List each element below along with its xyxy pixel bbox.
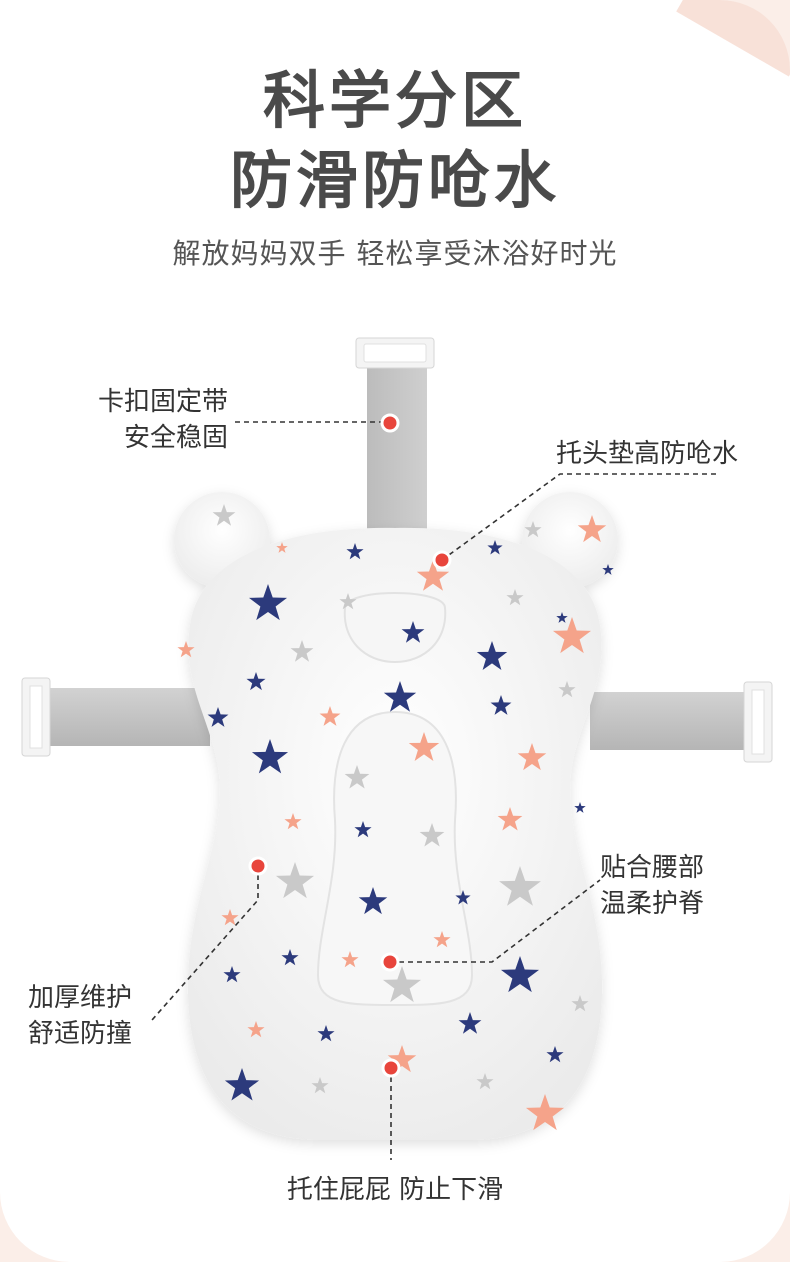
title-line-2: 防滑防呛水 (229, 144, 560, 217)
strap-callout-line1: 卡扣固定带 (97, 387, 228, 417)
thick-callout-label: 加厚维护 舒适防撞 (28, 980, 208, 1052)
title-line-1: 科学分区 (262, 64, 527, 137)
waist-leader-line (390, 879, 601, 963)
head-callout-line1: 托头垫高防呛水 (556, 439, 739, 469)
thick-callout-line2: 舒适防撞 (28, 1019, 133, 1049)
right-strap (590, 681, 773, 763)
bottom-callout-dot (381, 1058, 401, 1078)
strap-callout-label: 卡扣固定带 安全稳固 (40, 384, 228, 456)
strap-callout-line2: 安全稳固 (123, 423, 228, 453)
top-strap (355, 337, 435, 550)
callout-dots (248, 413, 452, 1078)
thick-callout-line1: 加厚维护 (28, 983, 133, 1013)
thick-leader-line (151, 866, 259, 1021)
head-leader-line (441, 473, 720, 561)
head-callout-label: 托头垫高防呛水 (556, 436, 786, 472)
head-callout-dot (432, 550, 452, 570)
back-support-pad (316, 710, 474, 1006)
subtitle: 解放妈妈双手 轻松享受沐浴好时光 (172, 237, 618, 270)
waist-callout-line2: 温柔护脊 (600, 889, 705, 919)
bottom-callout-label: 托住屁屁 防止下滑 (245, 1172, 545, 1208)
waist-callout-line1: 贴合腰部 (600, 853, 705, 883)
strap-callout-dot (380, 413, 400, 433)
callout-leader-lines (151, 421, 720, 1160)
thick-callout-dot (248, 856, 268, 876)
waist-callout-label: 贴合腰部 温柔护脊 (600, 850, 780, 922)
bottom-callout-line1: 托住屁屁 防止下滑 (286, 1175, 504, 1205)
waist-callout-dot (380, 952, 400, 972)
left-strap (21, 677, 210, 757)
head-rest-pad (343, 592, 447, 664)
